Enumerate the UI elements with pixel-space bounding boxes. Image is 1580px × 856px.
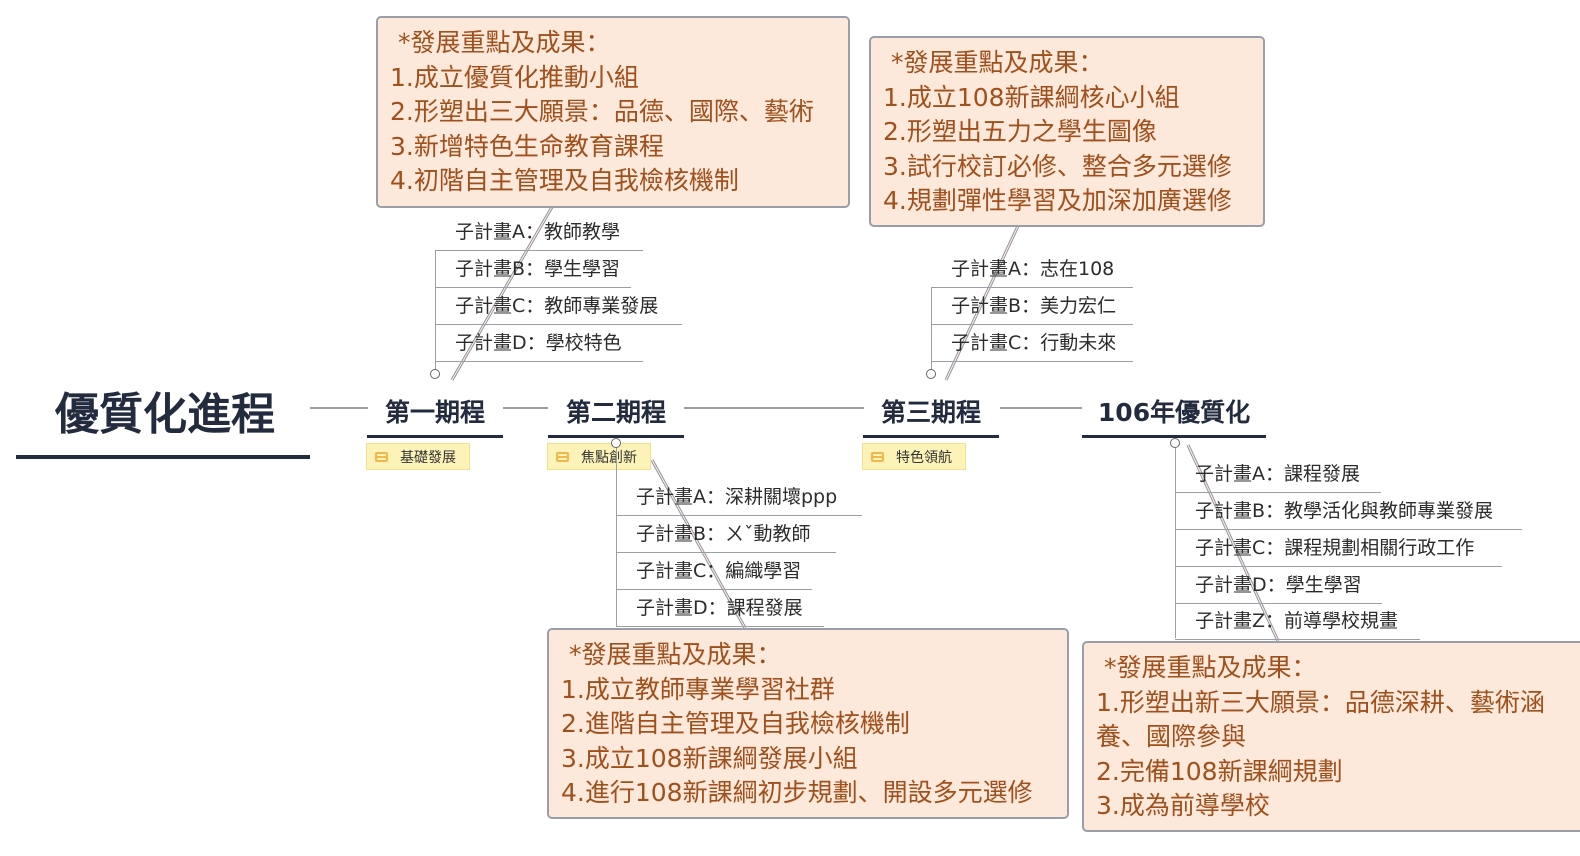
callout-line: 2.形塑出五力之學生圖像 (883, 117, 1157, 146)
callout-heading: *發展重點及成果： (1104, 653, 1317, 682)
callout-line: 1.形塑出新三大願景：品德深耕、藝術涵 (1096, 687, 1545, 717)
callout-heading: *發展重點及成果： (569, 640, 782, 669)
phase-3-label[interactable]: 特色領航 (862, 443, 966, 470)
subplan-item[interactable]: 子計畫C：行動未來 (931, 326, 1133, 362)
collapse-toggle-icon[interactable] (1170, 438, 1180, 448)
label-text: 基礎發展 (400, 449, 456, 466)
label-icon (556, 451, 569, 462)
subplan-item[interactable]: 子計畫D：學生學習 (1175, 568, 1382, 604)
callout-line: 1.成立教師專業學習社群 (561, 674, 835, 704)
label-text: 特色領航 (896, 449, 952, 466)
callout-line: 養、國際參與 (1096, 722, 1247, 751)
callout-line: 4.初階自主管理及自我檢核機制 (390, 166, 739, 195)
subplan-item[interactable]: 子計畫C：編織學習 (616, 554, 812, 590)
subplan-item[interactable]: 子計畫B：學生學習 (435, 252, 631, 288)
subplan-item[interactable]: 子計畫A：深耕關壞ppp (616, 480, 862, 516)
subplan-item[interactable]: 子計畫C：教師專業發展 (435, 289, 682, 325)
phase-2-callout[interactable]: *發展重點及成果： 1.成立教師專業學習社群 2.進階自主管理及自我檢核機制 3… (547, 628, 1069, 819)
subplan-stem (931, 288, 932, 371)
phase-3-title[interactable]: 第三期程 (880, 398, 981, 427)
phase-4-callout[interactable]: *發展重點及成果： 1.形塑出新三大願景：品德深耕、藝術涵 養、國際參與 2.完… (1082, 641, 1580, 832)
subplan-item[interactable]: 子計畫A：教師教學 (435, 215, 643, 251)
phase-underline (367, 435, 503, 438)
callout-line: 3.新增特色生命教育課程 (390, 131, 664, 161)
callout-line: 3.試行校訂必修、整合多元選修 (883, 151, 1232, 181)
phase-underline (863, 435, 999, 438)
callout-line: 4.規劃彈性學習及加深加廣選修 (883, 186, 1232, 215)
collapse-toggle-icon[interactable] (926, 369, 936, 379)
subplan-stem (1175, 446, 1176, 638)
phase-2-title[interactable]: 第二期程 (565, 398, 666, 427)
subplan-item[interactable]: 子計畫B：教學活化與教師專業發展 (1175, 494, 1522, 530)
subplan-item[interactable]: 子計畫A：志在108 (931, 252, 1133, 288)
subplan-stem (616, 446, 617, 626)
callout-line: 2.進階自主管理及自我檢核機制 (561, 709, 910, 738)
subplan-item[interactable]: 子計畫D：課程發展 (616, 591, 824, 627)
label-icon (871, 451, 884, 462)
callout-line: 2.完備108新課綱規劃 (1096, 756, 1343, 786)
label-icon (375, 451, 388, 462)
callout-heading: *發展重點及成果： (891, 48, 1104, 77)
callout-line: 4.進行108新課綱初步規劃、開設多元選修 (561, 778, 1033, 807)
phase-1-callout[interactable]: *發展重點及成果： 1.成立優質化推動小組 2.形塑出三大願景：品德、國際、藝術… (376, 16, 850, 208)
subplan-item[interactable]: 子計畫A：課程發展 (1175, 457, 1381, 493)
subplan-item[interactable]: 子計畫C：課程規劃相關行政工作 (1175, 531, 1502, 567)
phase-3-callout[interactable]: *發展重點及成果： 1.成立108新課綱核心小組 2.形塑出五力之學生圖像 3.… (869, 36, 1265, 227)
phase-underline (548, 435, 684, 438)
phase-4-title[interactable]: 106年優質化 (1097, 398, 1251, 427)
connector (503, 407, 548, 409)
connector (1000, 407, 1082, 409)
subplan-stem (435, 251, 436, 371)
phase-1-label[interactable]: 基礎發展 (366, 443, 470, 470)
connector (310, 407, 368, 409)
callout-heading: *發展重點及成果： (398, 28, 611, 57)
subplan-item[interactable]: 子計畫Z：前導學校規畫 (1175, 604, 1420, 640)
connector (684, 407, 864, 409)
phase-1-title[interactable]: 第一期程 (384, 398, 485, 427)
callout-line: 3.成為前導學校 (1096, 791, 1270, 820)
collapse-toggle-icon[interactable] (611, 438, 621, 448)
root-title[interactable]: 優質化進程 (55, 389, 275, 440)
callout-line: 2.形塑出三大願景：品德、國際、藝術 (390, 97, 814, 126)
subplan-item[interactable]: 子計畫B：ㄨˇ動教師 (616, 517, 836, 553)
phase-2-label[interactable]: 焦點創新 (547, 443, 651, 470)
label-text: 焦點創新 (581, 449, 637, 466)
callout-line: 3.成立108新課綱發展小組 (561, 743, 858, 773)
root-underline (16, 455, 310, 459)
phase-underline (1082, 435, 1266, 438)
callout-line: 1.成立108新課綱核心小組 (883, 82, 1180, 112)
callout-line: 1.成立優質化推動小組 (390, 62, 639, 92)
subplan-item[interactable]: 子計畫D：學校特色 (435, 326, 643, 362)
collapse-toggle-icon[interactable] (430, 369, 440, 379)
subplan-item[interactable]: 子計畫B：美力宏仁 (931, 289, 1133, 325)
